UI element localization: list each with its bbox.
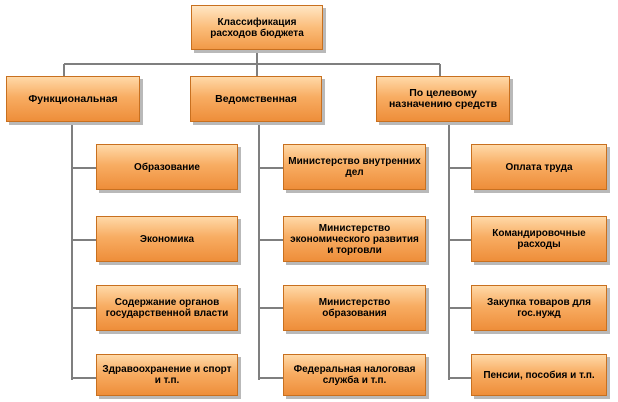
item-salary-label: Оплата труда	[505, 161, 573, 173]
item-economy-label: Экономика	[139, 233, 195, 245]
item-procurement: Закупка товаров для гос.нужд	[471, 285, 607, 331]
item-interior-ministry: Министерство внутренних дел	[283, 144, 426, 190]
item-education-label: Образование	[134, 161, 200, 173]
item-salary: Оплата труда	[471, 144, 607, 190]
item-economic-development-ministry-label: Министерство экономического развития и т…	[290, 222, 419, 256]
category-functional-label: Функциональная	[28, 92, 118, 105]
category-purpose: По целевому назначению средств	[376, 76, 510, 122]
item-healthcare-sport-label: Здравоохранение и спорт и т.п.	[102, 364, 232, 386]
item-economic-development-ministry: Министерство экономического развития и т…	[283, 216, 426, 262]
category-departmental: Ведомственная	[190, 76, 322, 122]
item-government-bodies: Содержание органов государственной власт…	[96, 285, 238, 331]
item-pensions-benefits-label: Пенсии, пособия и т.п.	[483, 369, 595, 381]
item-education-ministry: Министерство образования	[283, 285, 426, 331]
item-government-bodies-label: Содержание органов государственной власт…	[105, 297, 229, 319]
category-departmental-label: Ведомственная	[215, 92, 297, 105]
root-node-label: Классификация расходов бюджета	[210, 16, 304, 39]
item-education-ministry-label: Министерство образования	[318, 297, 391, 319]
item-healthcare-sport: Здравоохранение и спорт и т.п.	[96, 354, 238, 396]
category-functional: Функциональная	[6, 76, 140, 122]
root-node: Классификация расходов бюджета	[191, 5, 323, 50]
item-interior-ministry-label: Министерство внутренних дел	[288, 156, 421, 178]
item-travel-expenses-label: Командировочные расходы	[492, 228, 586, 250]
item-economy: Экономика	[96, 216, 238, 262]
item-tax-service: Федеральная налоговая служба и т.п.	[283, 354, 426, 396]
item-pensions-benefits: Пенсии, пособия и т.п.	[471, 354, 607, 396]
item-education: Образование	[96, 144, 238, 190]
category-purpose-label: По целевому назначению средств	[388, 87, 498, 110]
item-travel-expenses: Командировочные расходы	[471, 216, 607, 262]
item-tax-service-label: Федеральная налоговая служба и т.п.	[293, 364, 416, 386]
item-procurement-label: Закупка товаров для гос.нужд	[487, 297, 591, 319]
